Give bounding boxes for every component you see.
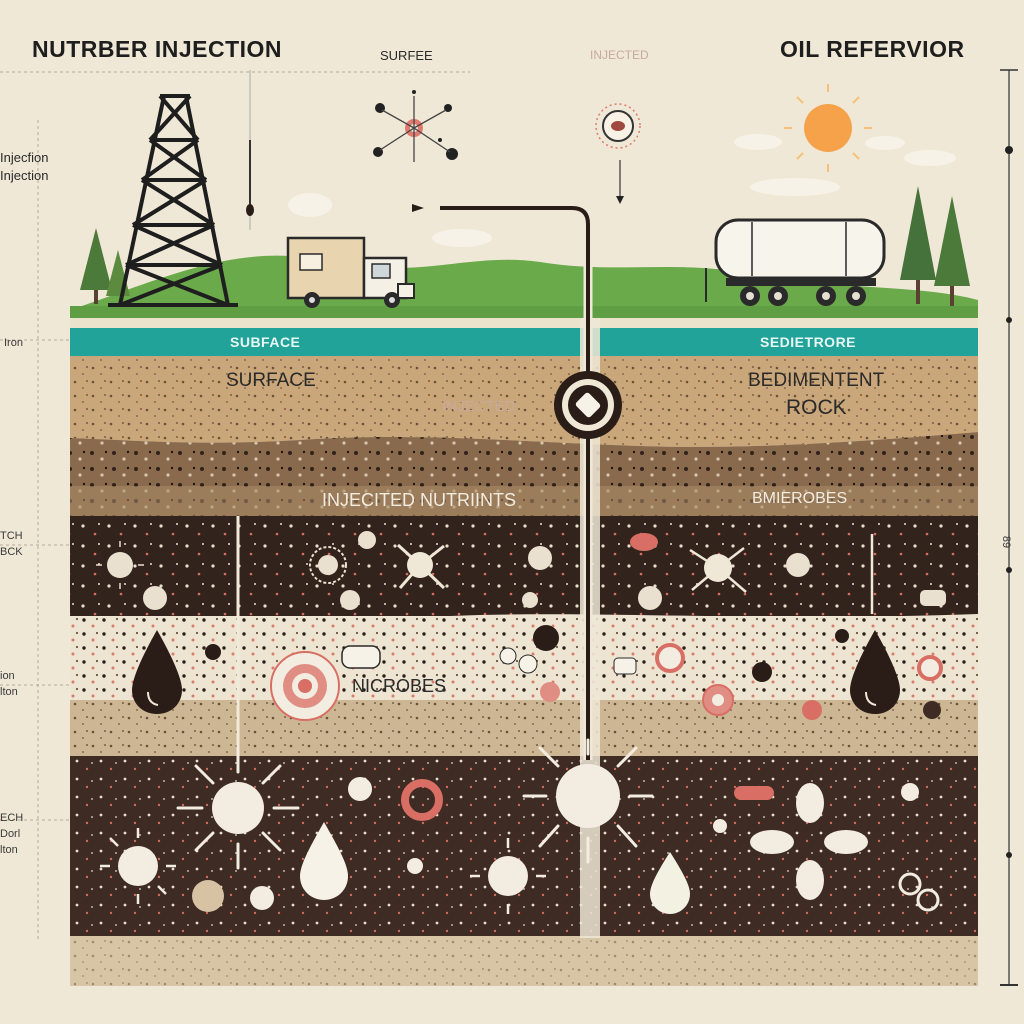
- microbe-icon: [309, 546, 347, 584]
- bacteria-cell-icon: [595, 103, 641, 204]
- pebble-group: [205, 625, 943, 720]
- title-left: NUTRBER INJECTION: [32, 36, 283, 62]
- probe-line: [246, 70, 254, 230]
- right-scale-mark: 89: [1000, 535, 1013, 549]
- microbe-burst-icon: [100, 828, 176, 904]
- oil-drop-icon: [850, 630, 900, 714]
- water-drop-icon: [300, 822, 348, 900]
- left-label-l2b: BCK: [0, 546, 23, 558]
- layer-label-sediment-2: ROCK: [786, 396, 847, 419]
- layer-label-microbes-right: BMIEROBES: [752, 490, 848, 507]
- sky: [288, 84, 956, 247]
- left-label-injection-b: Injection: [0, 168, 49, 183]
- microbe-icon: [96, 541, 144, 589]
- left-label-l4a: ECH: [0, 812, 24, 824]
- surface-band-label-right: SEDIETRORE: [760, 334, 857, 350]
- layer-label-microbes-center: NICROBES: [352, 676, 447, 696]
- left-label-l2a: TCH: [0, 530, 23, 542]
- microbe-burst-icon: [522, 738, 654, 864]
- sun-icon: [784, 84, 872, 172]
- oil-drop-icon: [132, 630, 182, 714]
- pebble-group: [143, 531, 946, 610]
- microbe-burst-icon: [176, 746, 300, 870]
- left-guides: [0, 71, 470, 940]
- surface-band-label-left: SUBFACE: [230, 334, 301, 350]
- tanker-truck-icon: [705, 218, 886, 306]
- pebble-group: [192, 777, 940, 912]
- layer-label-surface: SURFACE: [226, 370, 316, 391]
- layer-label-injected: INJECTED: [442, 398, 516, 415]
- top-label-injected: INJECTED: [590, 48, 649, 62]
- bacteria-ring-icon: [270, 651, 340, 721]
- left-label-l3a: ion: [0, 670, 15, 682]
- right-scale: [1000, 69, 1018, 986]
- microbe-cluster-icon: [373, 90, 458, 162]
- drilling-rig-icon: [108, 94, 238, 307]
- microbe-icon: [396, 543, 446, 590]
- microbe-icon: [689, 547, 747, 593]
- left-label-injection-a: Injecfion: [0, 150, 49, 165]
- layer-label-injected-nutrients: INJECITED NUTRIINTS: [322, 490, 517, 510]
- injection-pipe: [236, 203, 874, 760]
- layer-label-sediment-1: BEDIMENTENT: [748, 370, 885, 391]
- microbe-burst-icon: [470, 838, 546, 914]
- left-label-l3b: lton: [0, 686, 18, 698]
- left-label-l4b: Dorl: [0, 828, 21, 840]
- water-drop-icon: [650, 852, 690, 914]
- surface-strip: [70, 318, 978, 328]
- title-right: OIL REFERVIOR: [780, 36, 965, 62]
- left-label-l1: Iron: [4, 337, 23, 349]
- top-label-surface: SURFEE: [380, 48, 433, 63]
- left-label-l4c: lton: [0, 844, 18, 856]
- service-truck-icon: [286, 236, 415, 308]
- surface-band: [70, 328, 978, 356]
